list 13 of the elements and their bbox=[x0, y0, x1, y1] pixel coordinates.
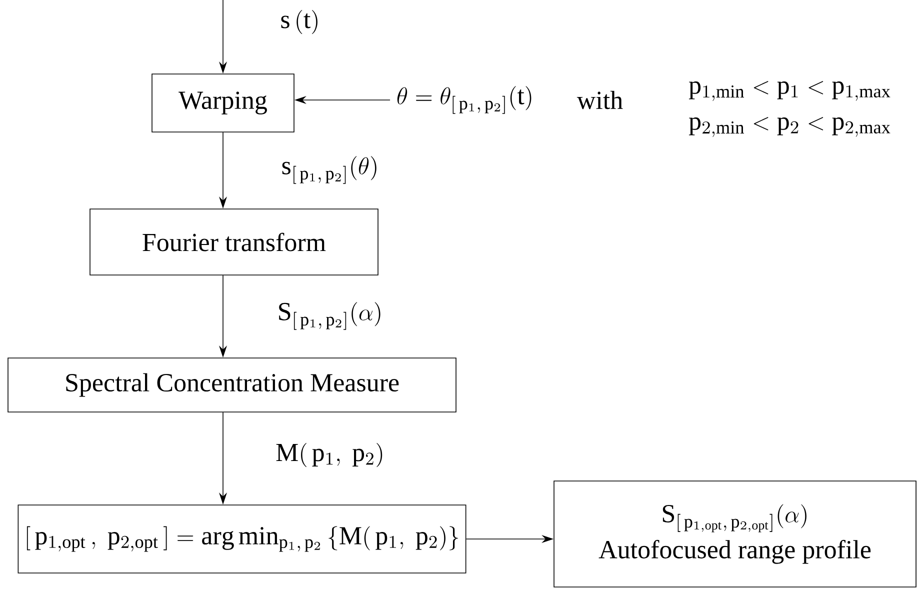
process-box: $[\,\mathrm{p}_{1,\mathrm{opt}}\,,\ \mathrm{p}_{2,\mathrm{opt}}\,] = \arg\min_{\mathrm{p}_1,\,\mathrm{p}_2}\left\{\mathrm{M}(\,\mathrm{p}_1,\ \mathrm{p}_2)\right\}$ bbox=[18, 504, 466, 574]
edge-label: $\mathrm{s}_{[\,\mathrm{p}_1,\,\mathrm{p}_2]}(\theta)$ bbox=[282, 156, 376, 184]
edge-label: $\mathrm{S}_{[\,\mathrm{p}_1,\,\mathrm{p}_2]}(\alpha)$ bbox=[279, 302, 380, 330]
label-text: with bbox=[576, 90, 623, 110]
constraint-formula: $\mathrm{p}_{1,\mathrm{min}} < \mathrm{p}_1 < \mathrm{p}_{1,\mathrm{max}}$ bbox=[688, 81, 890, 101]
process-box: Warping bbox=[152, 74, 294, 132]
edge-label: $\mathrm{s}\,(\mathrm{t})$ bbox=[281, 10, 318, 34]
process-box: Fourier transform bbox=[90, 208, 378, 276]
edge-label: $\mathrm{M}(\,\mathrm{p}_1,\ \mathrm{p}_2)$ bbox=[276, 443, 382, 468]
formula-text: $\theta = \theta_{[\,\mathrm{p}_1,\,\mathrm{p}_2]}(\mathrm{t})$ bbox=[397, 86, 532, 114]
constraint-formula: $\mathrm{p}_{2,\mathrm{min}} < \mathrm{p}_2 < \mathrm{p}_{2,\mathrm{max}}$ bbox=[688, 117, 890, 137]
process-box: $\mathrm{S}_{[\,\mathrm{p}_{1,\mathrm{opt}},\,\mathrm{p}_{2,\mathrm{opt}}]}(\alpha)$ Autofocused range profile bbox=[554, 480, 916, 588]
process-box: Spectral Concentration Measure bbox=[8, 358, 456, 412]
